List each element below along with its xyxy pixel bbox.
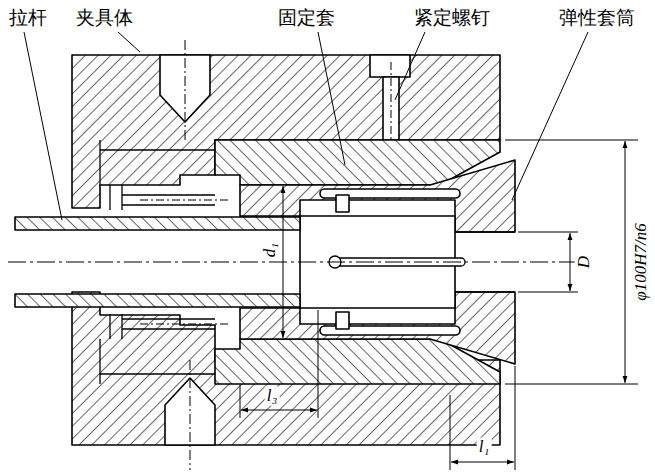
part-name: 固定套 xyxy=(278,7,335,28)
part-name: 弹性套筒 xyxy=(559,7,635,28)
part-name: 夹具体 xyxy=(76,7,133,28)
part-name: 紧定螺钉 xyxy=(414,7,490,28)
part-name: 拉杆 xyxy=(9,7,47,28)
dimension-label: φ100H7/n6 xyxy=(632,221,651,302)
dimension-label: l₁ xyxy=(477,438,492,457)
dimension-label: d₁ xyxy=(261,241,280,259)
dimension-label: D xyxy=(575,254,594,270)
dimension-label: l₃ xyxy=(265,387,280,406)
